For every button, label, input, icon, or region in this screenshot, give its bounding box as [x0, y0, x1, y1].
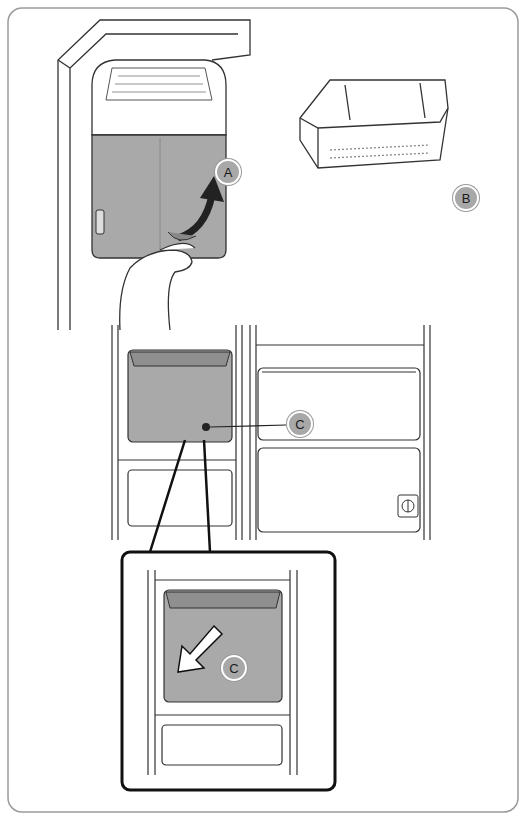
ice-bucket	[92, 60, 226, 258]
callout-letter: B	[462, 192, 471, 205]
bucket-b	[300, 80, 448, 168]
frame	[8, 8, 518, 812]
callout-letter: C	[229, 662, 238, 675]
pull-arrow	[178, 626, 222, 672]
hand	[120, 243, 195, 330]
callout-circle: B	[453, 185, 479, 211]
fridge-interior	[112, 325, 430, 540]
callout-circle: A	[215, 159, 241, 185]
lift-arrow	[178, 195, 212, 238]
zoom-interior	[148, 570, 297, 775]
callout-letter: A	[224, 166, 233, 179]
zoom-box	[122, 552, 335, 790]
lift-arrow-tail	[168, 232, 196, 240]
knob	[398, 495, 418, 517]
leader-dot	[202, 423, 210, 431]
door	[58, 20, 250, 330]
callout-circle: C	[287, 411, 313, 437]
callout-letter: C	[295, 418, 304, 431]
callout-circle: C	[221, 655, 247, 681]
bin-c	[128, 350, 232, 442]
leader-line	[210, 425, 286, 427]
zoom-bin-c	[164, 590, 282, 702]
zoom-lines	[150, 440, 210, 552]
